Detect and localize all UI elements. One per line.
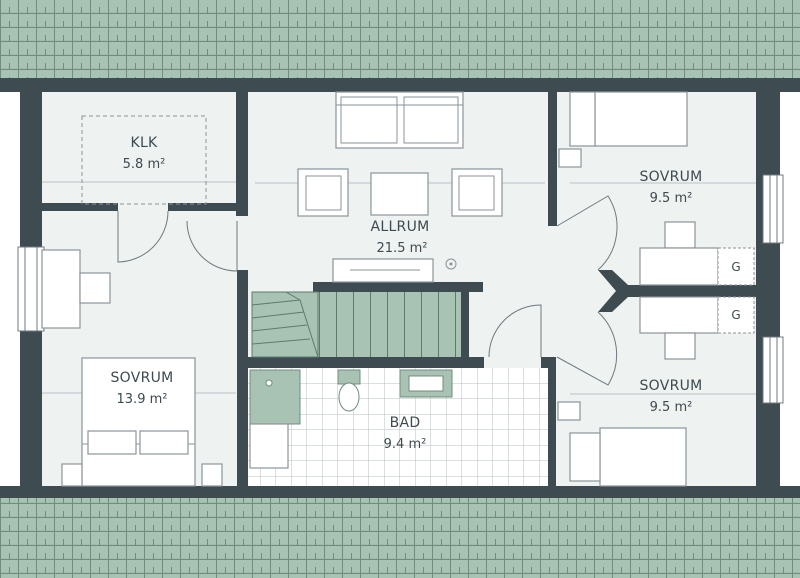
room-name-sovrum-left: SOVRUM	[110, 370, 173, 386]
room-area-allrum: 21.5 m²	[377, 241, 428, 256]
window-right-top	[762, 174, 784, 244]
g-label-top: G	[731, 260, 740, 274]
room-name-klk: KLK	[130, 135, 158, 151]
room-area-klk: 5.8 m²	[123, 157, 166, 172]
toilet-icon	[337, 369, 361, 412]
armchair-left	[297, 168, 349, 217]
lamp-icon	[445, 258, 457, 270]
desk-right-bottom	[639, 296, 755, 360]
interior-walls	[42, 92, 756, 486]
sink-icon	[399, 369, 453, 398]
sofa	[335, 91, 464, 149]
room-area-sovrum-bottom-right: 9.5 m²	[650, 400, 693, 415]
g-label-bottom: G	[731, 308, 740, 322]
room-area-sovrum-left: 13.9 m²	[117, 392, 168, 407]
window-right-bottom	[762, 336, 784, 404]
staircase	[251, 291, 461, 358]
bathtub	[249, 369, 301, 469]
room-name-sovrum-bottom-right: SOVRUM	[639, 378, 702, 394]
desk-left	[41, 249, 111, 329]
bed-top-right	[558, 91, 688, 168]
armchair-right	[451, 168, 503, 217]
closet-outline	[81, 115, 207, 205]
room-name-bad: BAD	[390, 415, 421, 431]
room-name-sovrum-top-right: SOVRUM	[639, 169, 702, 185]
room-name-allrum: ALLRUM	[370, 219, 429, 235]
room-area-sovrum-top-right: 9.5 m²	[650, 191, 693, 206]
tv-bench	[332, 258, 434, 283]
coffee-table	[370, 172, 429, 216]
desk-right-top	[639, 221, 755, 286]
double-bed	[61, 357, 223, 487]
doors	[117, 195, 618, 386]
window-left	[17, 246, 45, 332]
room-area-bad: 9.4 m²	[384, 437, 427, 452]
bed-bottom-right	[557, 401, 687, 487]
